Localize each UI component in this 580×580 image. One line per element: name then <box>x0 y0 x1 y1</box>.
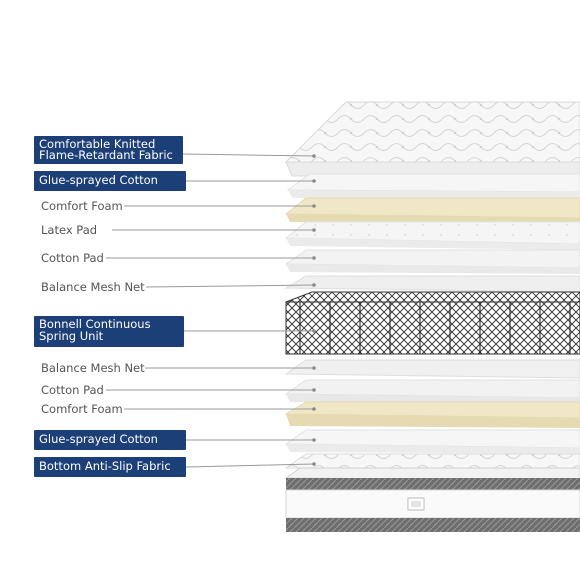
comfort-foam-top-layer <box>284 197 580 224</box>
spring-unit-layer <box>285 291 580 355</box>
label-comfort-foam-bottom: Comfort Foam <box>41 402 123 416</box>
label-glue-cotton-bottom: Glue-sprayed Cotton <box>34 430 186 450</box>
label-spring-unit-line2: Spring Unit <box>39 328 104 343</box>
cotton-pad-bottom-layer <box>284 379 580 404</box>
glue-cotton-top-layer <box>286 173 580 198</box>
label-knitted-fabric-line2: Flame-Retardant Fabric <box>39 148 173 162</box>
label-balance-mesh-bottom: Balance Mesh Net <box>41 361 145 375</box>
label-glue-cotton-top: Glue-sprayed Cotton <box>34 171 186 191</box>
balance-mesh-top-layer <box>284 275 580 293</box>
label-cotton-pad-top: Cotton Pad <box>41 251 104 265</box>
mattress-base <box>284 467 580 532</box>
top-fabric-layer <box>284 101 580 177</box>
label-spring-unit-line1: Bonnell Continuous <box>39 317 151 331</box>
label-spring-unit: Bonnell Continuous Spring Unit <box>34 316 184 347</box>
label-cotton-pad-bottom: Cotton Pad <box>41 383 104 397</box>
label-bottom-anti-slip: Bottom Anti-Slip Fabric <box>34 457 186 477</box>
glue-cotton-bottom-layer <box>284 429 580 454</box>
label-knitted-fabric: Comfortable Knitted Flame-Retardant Fabr… <box>34 136 183 164</box>
leader-dots <box>312 154 316 466</box>
balance-mesh-bottom-layer <box>284 359 580 379</box>
leader-lines <box>106 153 315 468</box>
label-comfort-foam-top: Comfort Foam <box>41 199 123 213</box>
label-balance-mesh-top: Balance Mesh Net <box>41 280 145 294</box>
label-knitted-fabric-line1: Comfortable Knitted <box>39 137 156 151</box>
cotton-pad-top-layer <box>284 249 580 274</box>
latex-pad-layer <box>284 221 580 250</box>
label-latex-pad: Latex Pad <box>41 223 98 237</box>
comfort-foam-bottom-layer <box>284 401 580 428</box>
